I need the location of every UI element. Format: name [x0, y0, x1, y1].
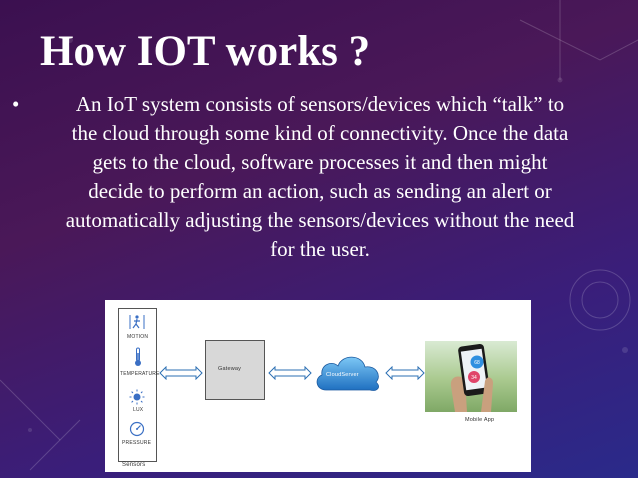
- bullet-paragraph: • An IoT system consists of sensors/devi…: [10, 90, 630, 264]
- smartphone-icon: 68 34: [450, 343, 493, 412]
- lux-sun-icon: [129, 389, 145, 405]
- bullet-line-5: automatically adjusting the sensors/devi…: [65, 208, 575, 232]
- bullet-marker: •: [12, 92, 20, 116]
- sensors-panel: MOTION TEMPERATURE LUX: [118, 308, 160, 462]
- double-arrow-cloud-app: [385, 366, 425, 380]
- cloud-label: CloudServer: [326, 372, 359, 378]
- mobile-app-caption: Mobile App: [465, 417, 495, 423]
- pressure-gauge-icon: [129, 421, 145, 437]
- iot-diagram: MOTION TEMPERATURE LUX: [105, 300, 531, 472]
- sensor-label-motion: MOTION: [127, 334, 149, 340]
- bullet-line-6: for the user.: [270, 237, 370, 261]
- sensor-label-pressure: PRESSURE: [122, 440, 152, 446]
- sensor-label-lux: LUX: [133, 407, 144, 413]
- gateway-label: Gateway: [218, 366, 242, 372]
- thermometer-icon: [135, 347, 141, 366]
- slide-title: How IOT works ?: [40, 28, 371, 75]
- sensors-caption: Sensors: [122, 462, 146, 468]
- cloud-icon: [316, 356, 379, 391]
- gateway-box: Gateway: [205, 340, 265, 400]
- phone-value-2: 34: [471, 375, 477, 381]
- bullet-line-2: the cloud through some kind of connectiv…: [71, 121, 569, 145]
- double-arrow-gateway-cloud: [268, 366, 312, 380]
- bullet-line-3: gets to the cloud, software processes it…: [92, 150, 548, 174]
- double-arrow-sensors-gateway: [159, 366, 203, 380]
- phone-value-1: 68: [474, 360, 480, 366]
- mobile-app-photo: 68 34: [425, 341, 517, 412]
- motion-sensor-icon: [129, 315, 145, 329]
- sensor-label-temperature: TEMPERATURE: [120, 371, 160, 377]
- bullet-line-1: An IoT system consists of sensors/device…: [75, 92, 565, 116]
- bullet-line-4: decide to perform an action, such as sen…: [88, 179, 552, 203]
